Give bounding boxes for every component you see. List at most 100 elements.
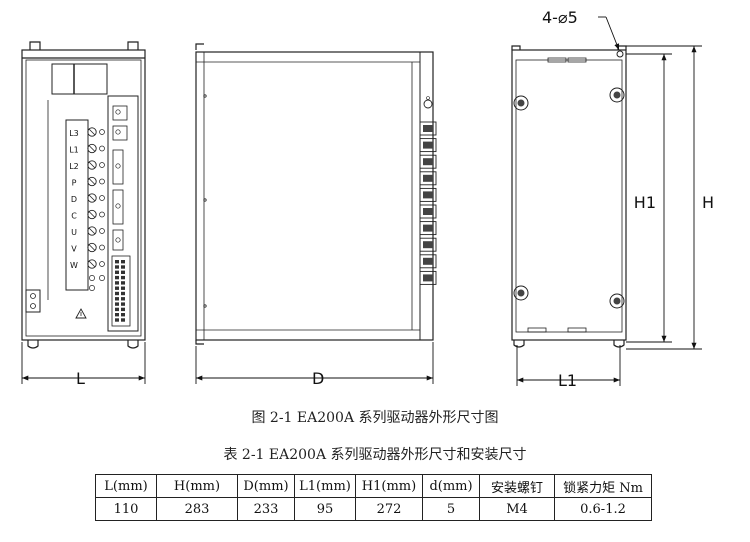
terminal-block	[419, 154, 437, 169]
terminal-screw-slot	[88, 178, 96, 185]
dim-label-H1: H1	[634, 193, 656, 212]
io-pin	[115, 302, 119, 306]
io-pin	[115, 265, 119, 269]
cell-h: 283	[156, 497, 238, 521]
mounting-stud-icon	[609, 293, 625, 309]
terminal-screw-slot	[88, 145, 96, 152]
io-pin	[121, 297, 125, 301]
io-pin	[121, 275, 125, 280]
front-view	[21, 41, 146, 349]
table-header-row: L(mm) H(mm) D(mm) L1(mm) H1(mm) d(mm) 安装…	[95, 474, 652, 498]
io-pin	[121, 270, 125, 274]
terminal-screw-slot	[88, 211, 96, 218]
header-d: D(mm)	[237, 474, 295, 498]
figure-caption: 图 2-1 EA200A 系列驱动器外形尺寸图	[251, 410, 499, 426]
terminal-screw-icon	[99, 178, 105, 185]
io-pin	[121, 260, 125, 264]
terminal-screw-icon	[87, 259, 97, 269]
io-pin	[121, 286, 125, 290]
header-l: L(mm)	[95, 474, 157, 498]
terminal-label: P	[72, 179, 77, 188]
side-terminal-blocks	[419, 121, 437, 285]
header-h1: H1(mm)	[355, 474, 423, 498]
mounting-stud-icon	[513, 95, 529, 111]
terminal-screw-icon	[99, 244, 105, 251]
header-h: H(mm)	[156, 474, 238, 498]
terminal-block	[419, 237, 437, 252]
terminal-screw-slot	[88, 128, 96, 136]
io-pin	[121, 318, 125, 322]
terminal-screw-icon	[87, 143, 97, 154]
io-pin	[115, 281, 119, 285]
mounting-stud-core	[613, 297, 621, 305]
io-pin	[121, 281, 125, 285]
rear-view	[511, 45, 627, 348]
terminal-label: L3	[69, 129, 79, 138]
terminal-block-face	[423, 224, 433, 232]
io-pin	[121, 313, 125, 317]
dim-label-L1: L1	[558, 371, 577, 390]
terminal-screw-icon	[89, 285, 95, 291]
cell-l: 110	[95, 497, 157, 521]
terminal-block-face	[423, 141, 433, 149]
terminal-screw-slot	[88, 260, 96, 268]
io-pin	[115, 297, 119, 301]
terminal-screw-slot	[88, 227, 96, 235]
terminal-label: L2	[69, 162, 79, 171]
terminal-block-face	[423, 125, 433, 132]
cell-h1: 272	[355, 497, 423, 521]
io-pin	[121, 265, 125, 269]
io-pin	[121, 307, 125, 312]
rear-mounting-studs	[513, 87, 625, 309]
io-pin	[121, 302, 125, 306]
io-pin	[115, 307, 119, 312]
terminal-block-face	[423, 257, 433, 265]
io-pin	[115, 318, 119, 322]
hole-callout-label: 4-⌀5	[542, 8, 578, 27]
connector-pin	[115, 237, 121, 243]
terminal-block-face	[423, 174, 433, 182]
terminal-label: L1	[69, 146, 79, 155]
connector-pin	[115, 163, 121, 169]
io-pin	[115, 291, 119, 296]
mounting-stud-icon	[513, 285, 529, 301]
header-torque: 锁紧力矩 Nm	[554, 474, 652, 498]
terminal-block-face	[423, 158, 433, 166]
mounting-stud-core	[517, 99, 525, 107]
terminal-screw-icon	[87, 226, 97, 236]
terminal-label: U	[71, 228, 77, 237]
terminal-block	[419, 270, 437, 285]
dim-label-L: L	[76, 369, 85, 388]
terminal-block	[419, 121, 437, 136]
terminal-block	[419, 138, 437, 153]
table-caption: 表 2-1 EA200A 系列驱动器外形尺寸和安装尺寸	[223, 447, 527, 463]
terminal-block	[419, 204, 437, 219]
terminal-screw-slot	[88, 161, 96, 169]
connector-pin	[115, 109, 121, 115]
terminal-block	[419, 187, 437, 202]
terminal-screw-icon	[87, 127, 97, 137]
io-pin	[115, 260, 119, 264]
dimension-lines	[21, 16, 702, 386]
terminal-block-face	[423, 191, 433, 199]
terminal-block-face	[423, 241, 433, 249]
terminal-screw-icon	[87, 209, 97, 220]
io-pin	[115, 270, 119, 274]
cell-d: 233	[237, 497, 295, 521]
terminal-screw-slot	[88, 244, 96, 251]
table-row: 110 283 233 95 272 5 M4 0.6-1.2	[95, 497, 652, 521]
header-screw: 安装螺钉	[479, 474, 555, 498]
terminal-label: D	[71, 195, 77, 204]
cell-d-hole: 5	[422, 497, 480, 521]
terminal-screw-icon	[99, 195, 105, 201]
dim-label-H: H	[702, 193, 714, 212]
mounting-stud-icon	[609, 87, 625, 103]
terminal-screw-icon	[99, 129, 105, 135]
side-view	[195, 43, 434, 345]
terminal-screw-icon	[87, 160, 97, 170]
terminal-label: W	[70, 261, 78, 270]
header-l1: L1(mm)	[294, 474, 356, 498]
dim-label-D: D	[312, 369, 324, 388]
